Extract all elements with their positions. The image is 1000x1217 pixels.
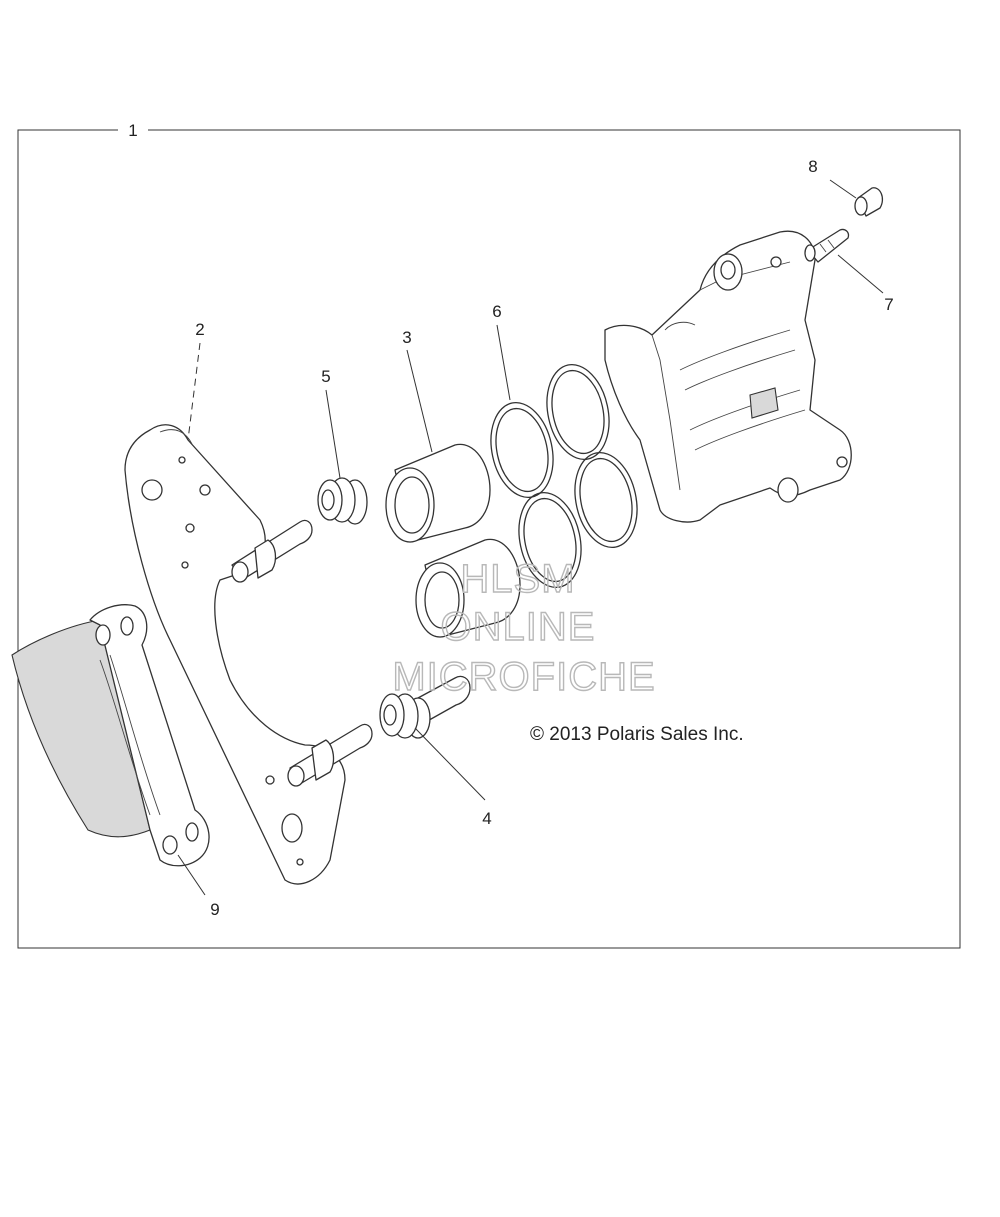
watermark-line-1: HLSM (460, 557, 575, 601)
piston-lower (415, 538, 521, 638)
callout-7: 7 (884, 295, 893, 314)
piston-seals (490, 363, 638, 589)
watermark-line-2: ONLINE (441, 605, 596, 649)
bleeder-cap (854, 187, 884, 217)
callout-6: 6 (492, 302, 501, 321)
brake-pad (11, 604, 210, 867)
leader-lines (177, 179, 884, 896)
upper-boot (317, 477, 368, 525)
callout-8: 8 (808, 157, 817, 176)
bleeder-screw (804, 228, 850, 263)
callout-1: 1 (128, 121, 137, 140)
callout-4: 4 (482, 809, 491, 828)
watermark-line-3: MICROFICHE (392, 655, 655, 699)
watermark: HLSM ONLINE MICROFICHE (392, 556, 656, 699)
callout-5: 5 (321, 367, 330, 386)
caliper-bracket (124, 424, 373, 885)
callout-3: 3 (402, 328, 411, 347)
piston-upper (385, 443, 491, 543)
callout-2: 2 (195, 320, 204, 339)
lower-boot-and-pin (379, 675, 471, 739)
callout-9: 9 (210, 900, 219, 919)
caliper-housing (604, 230, 852, 523)
assembly-frame (17, 129, 961, 949)
copyright-notice: © 2013 Polaris Sales Inc. (530, 724, 744, 745)
